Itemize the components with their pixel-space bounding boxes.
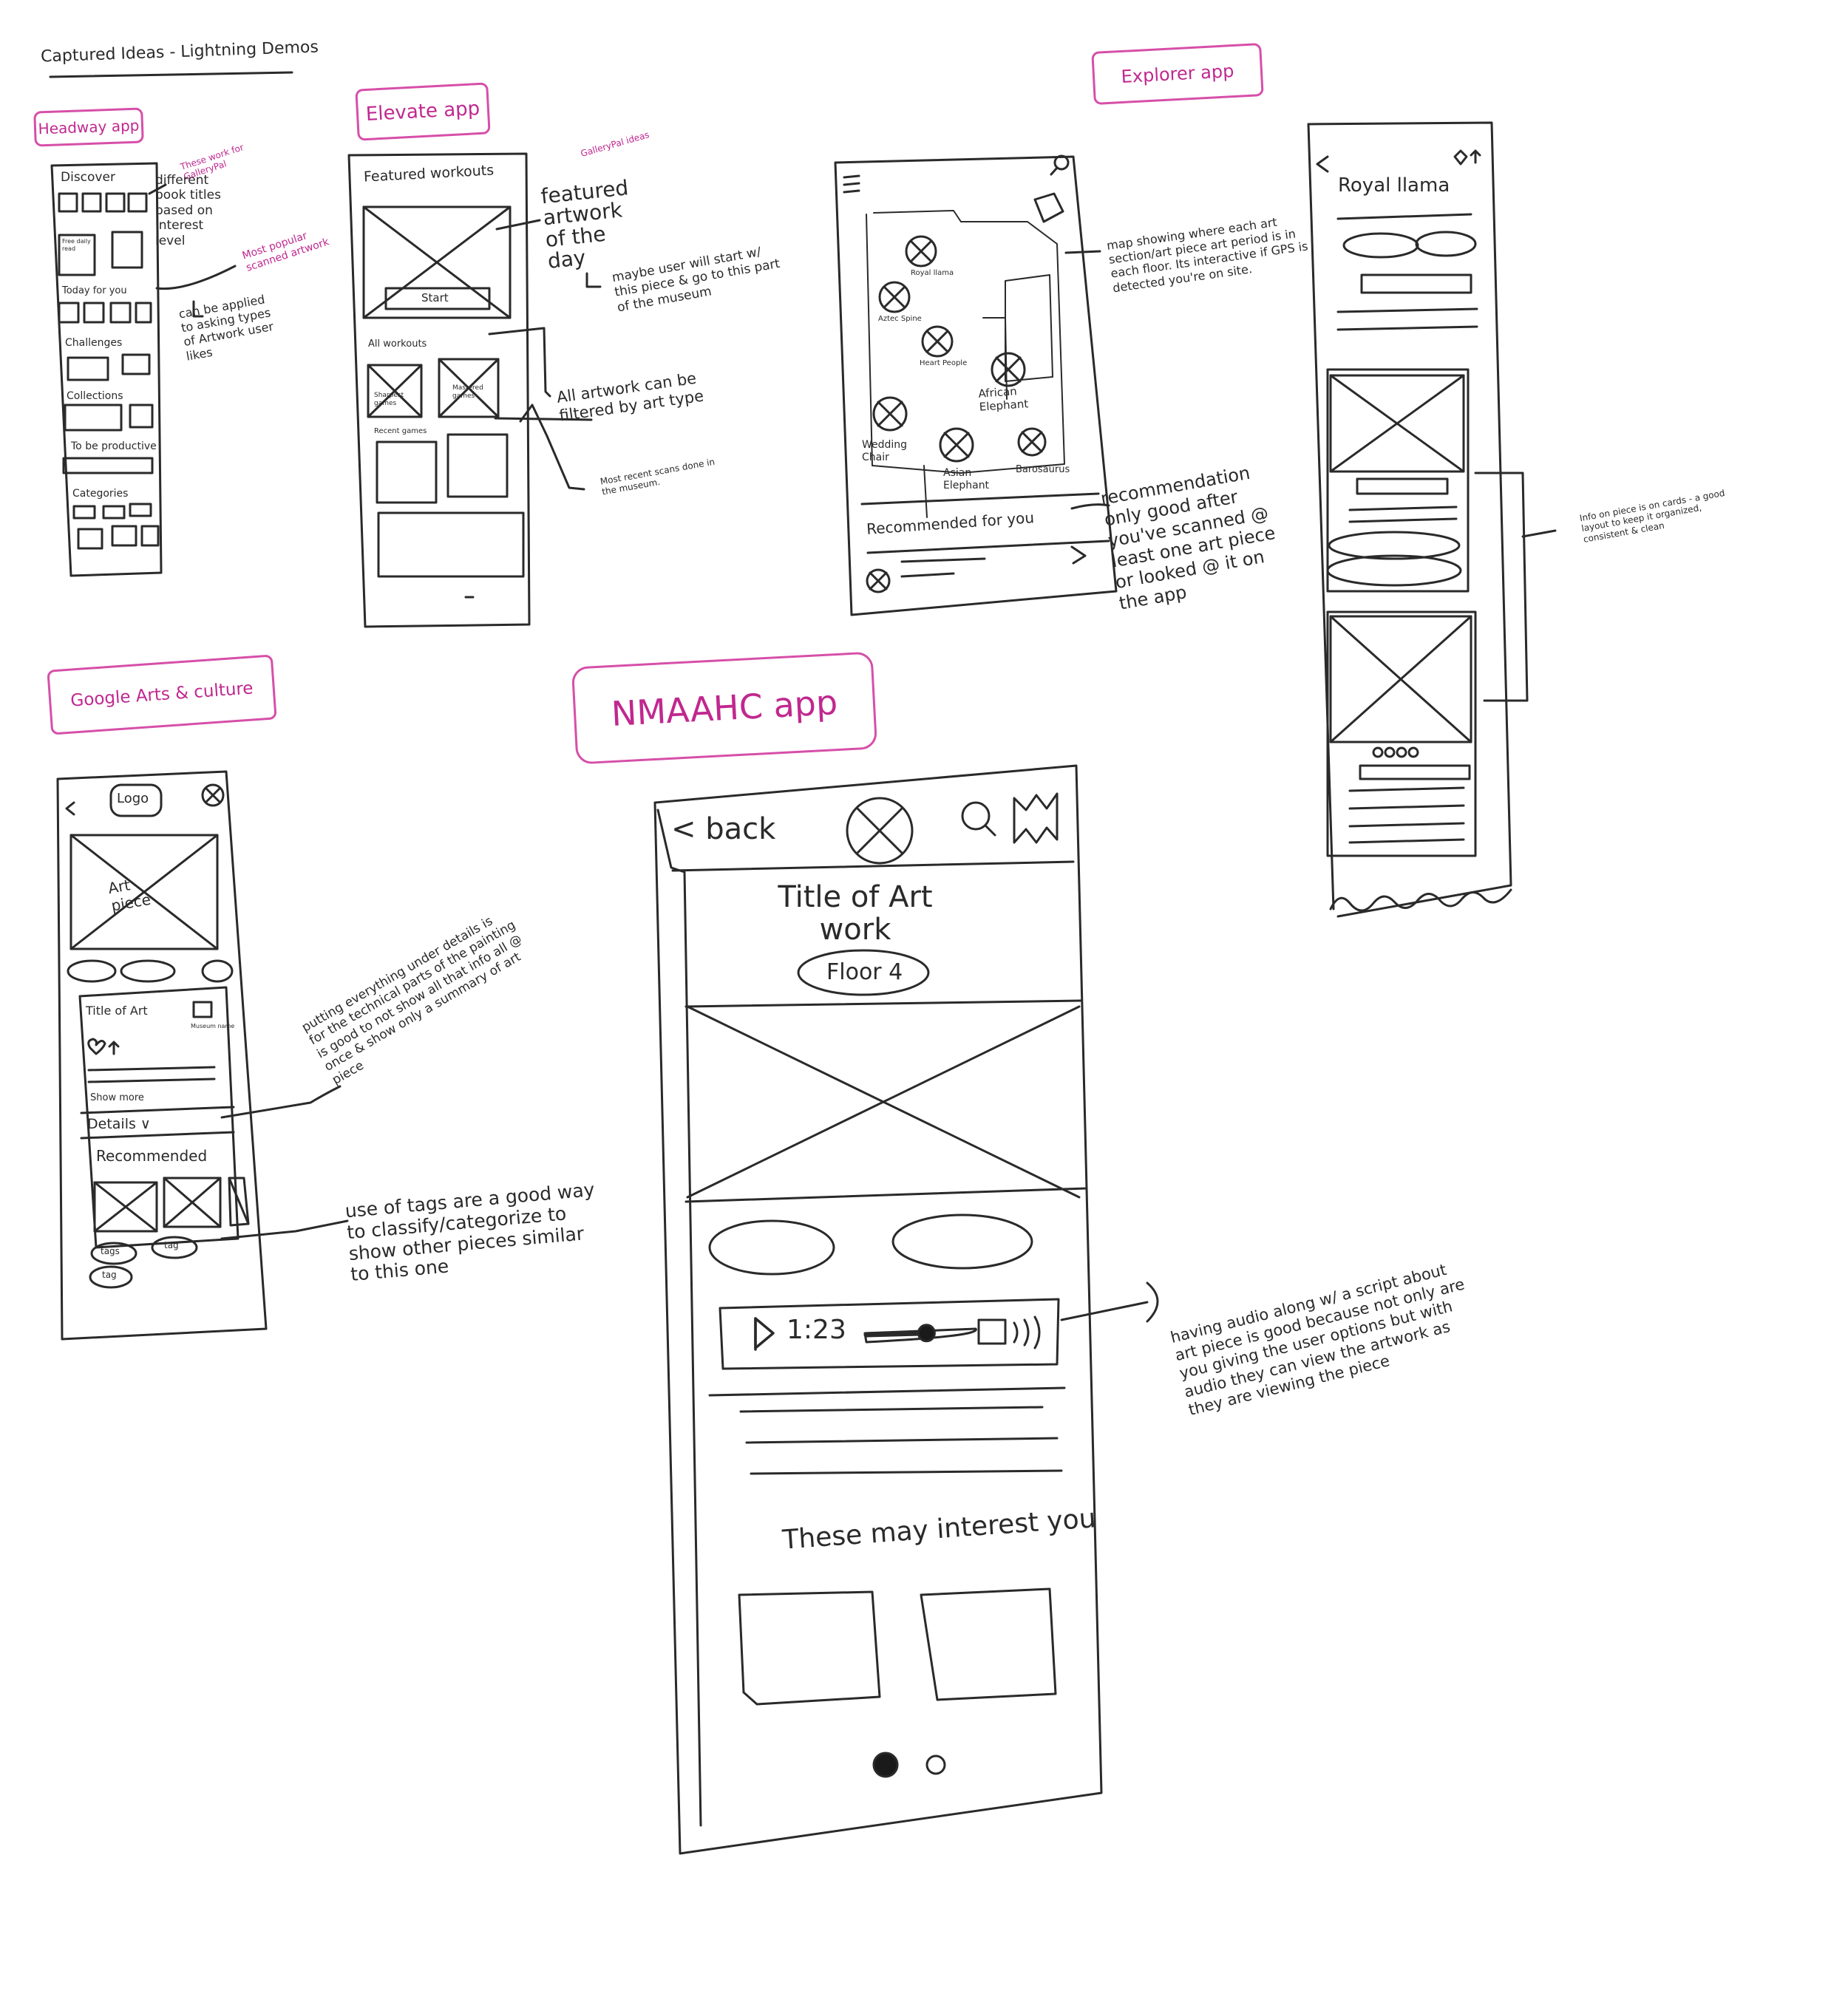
gac-title-label: Title of Art xyxy=(86,1004,148,1018)
nmaahc-floor-label: Floor 4 xyxy=(826,959,903,985)
elevate-card2-label: Mastered games xyxy=(452,384,483,400)
gac-annotation-lines xyxy=(220,1085,349,1240)
explorer-map-label: Asian Elephant xyxy=(943,467,990,491)
explorer-map-phone-sketch xyxy=(834,154,1118,616)
elevate-all-label: All workouts xyxy=(368,338,427,350)
heading-underline xyxy=(49,71,293,78)
gac-tag1-label: tag xyxy=(164,1240,179,1250)
gac-details-label: Details ∨ xyxy=(87,1116,151,1132)
explorer-map-label: Heart People xyxy=(920,359,968,367)
explorer-annotation-lines xyxy=(1064,250,1110,510)
explorer-badge: Explorer app xyxy=(1091,43,1264,105)
headway-annotation-lines xyxy=(148,183,237,318)
gac-tags-label: tags xyxy=(101,1246,120,1256)
headway-discover-label: Discover xyxy=(61,170,115,185)
nmaahc-back-label: < back xyxy=(671,812,776,846)
headway-collections-label: Collections xyxy=(67,390,123,402)
elevate-recent-label: Recent games xyxy=(374,427,427,435)
explorer-map-label: Aztec Spine xyxy=(878,315,922,323)
gac-logo-label: Logo xyxy=(117,791,149,806)
nmaahc-title-label: Title of Art work xyxy=(778,880,933,947)
nmaahc-audio-knob xyxy=(917,1324,936,1343)
explorer-detail-annotation-lines xyxy=(1474,472,1557,702)
explorer-map-markers xyxy=(872,235,1047,463)
headway-categories-label: Categories xyxy=(72,488,129,500)
gac-show-more-label: Show more xyxy=(90,1092,144,1103)
elevate-phone-sketch xyxy=(347,152,531,628)
elevate-start-label: Start xyxy=(421,291,449,304)
elevate-badge: Elevate app xyxy=(355,82,491,141)
elevate-annotation-lines xyxy=(488,219,602,491)
nmaahc-badge: NMAAHC app xyxy=(571,651,878,765)
nmaahc-audio-player-sketch xyxy=(754,1315,1041,1351)
nmaahc-time-label: 1:23 xyxy=(787,1315,846,1345)
nmaahc-phone-sketch xyxy=(653,764,1103,1855)
headway-phone-sketch xyxy=(50,162,163,577)
headway-today-label: Today for you xyxy=(62,285,127,296)
explorer-detail-title: Royal llama xyxy=(1338,174,1450,197)
gac-tag2-label: tag xyxy=(102,1270,117,1280)
headway-annotation-titles: different book titles based on interest … xyxy=(155,173,221,248)
nmaahc-annotation-lines xyxy=(1060,1281,1159,1323)
nmaahc-audio-progress-fill xyxy=(863,1330,929,1338)
explorer-map-label: Royal llama xyxy=(911,269,954,277)
elevate-card1-label: Sharpest games xyxy=(374,392,404,407)
explorer-detail-phone-sketch xyxy=(1307,121,1512,918)
gac-recommended-label: Recommended xyxy=(96,1147,208,1165)
explorer-map-label: African Elephant xyxy=(977,384,1029,414)
elevate-annotation-featured: featured artwork of the day xyxy=(540,175,630,274)
headway-challenges-label: Challenges xyxy=(65,337,123,349)
headway-free-daily-label: Free daily read xyxy=(62,238,91,252)
gac-museum-label: Museum name xyxy=(191,1023,235,1029)
gac-phone-sketch xyxy=(56,770,268,1341)
explorer-map-label: Wedding Chair xyxy=(862,439,908,463)
headway-badge: Headway app xyxy=(33,107,144,147)
explorer-map-label: Barosaurus xyxy=(1016,464,1070,475)
headway-productive-label: To be productive xyxy=(71,440,157,452)
